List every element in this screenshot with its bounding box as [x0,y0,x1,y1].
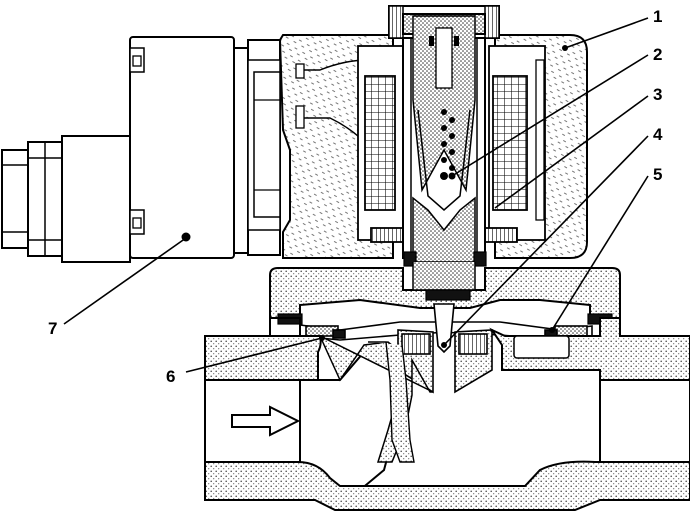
leader-2 [451,54,649,177]
valve-body [204,317,690,511]
flow-direction-arrow [231,405,301,437]
callout-6: 6 [166,367,175,386]
leader-5 [551,175,649,331]
connector-neck [233,47,249,254]
connector-housing [129,36,235,259]
connector-sleeve [61,135,131,263]
callout-2: 2 [653,45,662,64]
callout-7: 7 [48,319,57,338]
electrical-connector [1,36,281,263]
callout-1: 1 [653,7,662,26]
pilot-seal [425,289,471,301]
leader-7 [63,237,187,325]
leader-1 [564,17,649,49]
callout-4: 4 [653,125,663,144]
coil-windings [357,45,546,243]
leader-4 [443,135,649,346]
return-spring [440,109,455,180]
leader-6 [185,337,323,373]
plunger-tube [388,5,500,267]
leader-3 [494,95,649,209]
callout-5: 5 [653,165,662,184]
callout-3: 3 [653,85,662,104]
valve-bonnet [269,262,621,325]
leader-lines [63,17,649,373]
